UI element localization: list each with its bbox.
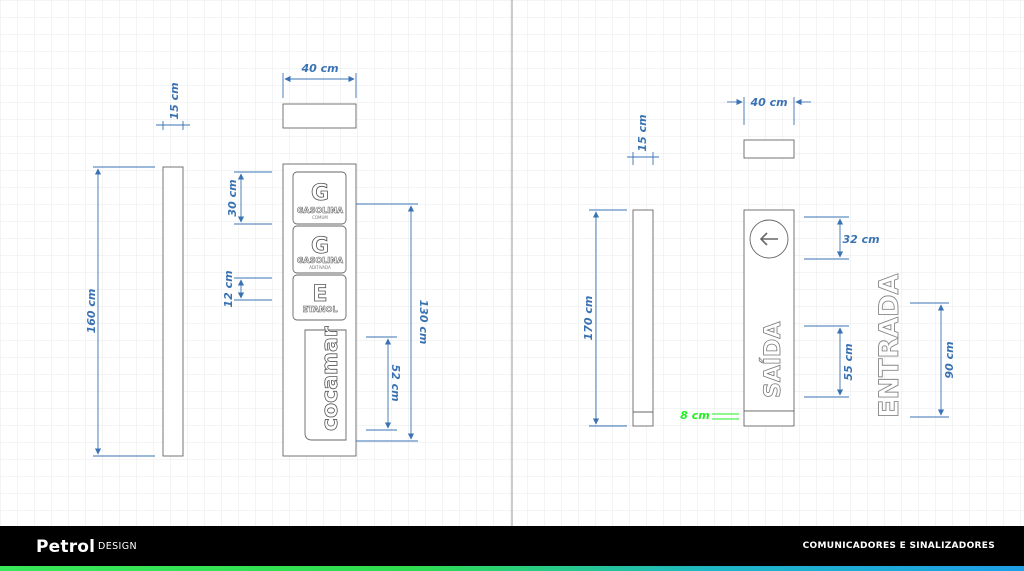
fuel-panel-3 <box>292 274 347 321</box>
right-dim-top-width: 40 cm <box>749 96 787 109</box>
fuel-panel-2 <box>292 225 347 274</box>
technical-drawing: G G E GASOLINA GASOLINA ETANOL COMUM ADI… <box>0 0 1024 526</box>
footer-bar <box>0 526 1024 566</box>
right-dimensions <box>589 97 949 427</box>
left-dim-gap: 12 cm <box>222 270 235 307</box>
entry-word: ENTRADA <box>874 273 905 418</box>
panel3-letter: E <box>312 282 327 307</box>
exit-word: SAÍDA <box>760 322 786 398</box>
base-highlight <box>712 413 739 420</box>
right-dim-side-depth: 15 cm <box>636 114 649 151</box>
right-top-view <box>743 139 795 159</box>
panel1-letter: G <box>311 181 329 206</box>
brand-logo: cocamar <box>318 326 343 431</box>
fuel-panel-1 <box>292 171 347 225</box>
right-dim-entrada: 90 cm <box>943 341 956 378</box>
left-front-view <box>282 163 357 457</box>
panel3-name: ETANOL <box>302 305 337 314</box>
left-fuel-panels-text: G G E <box>311 181 330 308</box>
brand-panel <box>304 329 347 441</box>
right-dim-icon: 32 cm <box>842 233 879 246</box>
footer-section-title: COMUNICADORES E SINALIZADORES <box>802 541 995 551</box>
arrow-left-icon <box>759 232 778 246</box>
left-drawing <box>162 103 357 457</box>
panel2-letter: G <box>311 234 329 259</box>
panel1-sub: COMUM <box>312 215 328 220</box>
left-side-view <box>162 166 184 457</box>
right-side-view <box>632 209 654 427</box>
left-dim-logo: 52 cm <box>389 364 402 401</box>
left-dim-side-depth: 15 cm <box>168 82 181 119</box>
right-dim-base: 8 cm <box>680 409 709 422</box>
left-dim-height: 160 cm <box>85 289 98 334</box>
right-dim-text: 55 cm <box>842 343 855 380</box>
left-dim-top-width: 40 cm <box>300 62 338 75</box>
right-front-base <box>743 410 795 427</box>
footer-gradient-strip <box>0 566 1024 571</box>
panel1-name: GASOLINA <box>297 206 344 215</box>
footer-logo-sub: DESIGN <box>98 541 138 552</box>
footer-logo: Petrol <box>36 537 96 557</box>
panel2-name: GASOLINA <box>297 256 344 265</box>
right-drawing <box>632 139 795 427</box>
right-dim-height: 170 cm <box>582 296 595 341</box>
panel2-sub: ADITIVADA <box>309 265 331 270</box>
left-dimensions <box>93 73 418 457</box>
left-dim-total: 130 cm <box>417 300 430 345</box>
left-dim-panel: 30 cm <box>226 179 239 216</box>
left-top-view <box>282 103 357 129</box>
